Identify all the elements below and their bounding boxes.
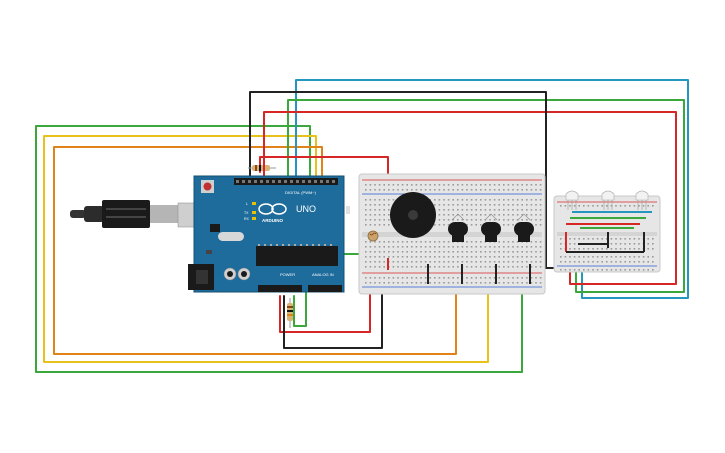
rgb-led-icon[interactable]	[635, 190, 649, 210]
wire-red-top[interactable]	[263, 111, 677, 285]
arduino-board[interactable]: DIGITAL (PWM~) ARDUINO UNO L TX RX	[188, 175, 350, 293]
led-l-label: L	[246, 202, 248, 206]
usb-cable-icon[interactable]	[70, 200, 197, 228]
wire-black-gnd[interactable]	[283, 271, 383, 349]
rgb-led-icon[interactable]	[565, 190, 579, 210]
rx-label: RX	[244, 217, 250, 221]
jumper-group	[565, 211, 652, 253]
digital-label: DIGITAL (PWM~)	[285, 190, 317, 195]
wire-green-outer[interactable]	[35, 125, 523, 373]
resistor-icon[interactable]	[287, 298, 293, 328]
tx-label: TX	[244, 211, 249, 215]
power-label: POWER	[280, 272, 295, 277]
potentiometer-icon[interactable]	[448, 213, 468, 242]
wire-group	[35, 79, 689, 373]
arduino-logo-icon	[258, 203, 287, 215]
piezo-buzzer-icon[interactable]	[390, 192, 436, 238]
jumper-group	[387, 258, 531, 284]
resistor-icon[interactable]	[248, 165, 276, 171]
wire-orange-loop[interactable]	[53, 146, 457, 355]
potentiometer-icon[interactable]	[514, 213, 534, 242]
power-header[interactable]	[258, 285, 302, 292]
potentiometer-icon[interactable]	[481, 213, 501, 242]
wire-yellow-loop[interactable]	[43, 135, 489, 363]
wire-blue-top[interactable]	[295, 79, 689, 299]
photoresistor-icon[interactable]	[367, 230, 379, 242]
wire-red-power[interactable]	[279, 271, 371, 333]
crystal-icon	[218, 232, 244, 241]
rgb-led-icon[interactable]	[601, 190, 615, 210]
brand-label: ARDUINO	[262, 218, 283, 223]
microcontroller-chip	[256, 246, 338, 266]
model-label: UNO	[296, 204, 316, 214]
analog-header[interactable]	[308, 285, 342, 292]
analog-label: ANALOG IN	[312, 272, 334, 277]
